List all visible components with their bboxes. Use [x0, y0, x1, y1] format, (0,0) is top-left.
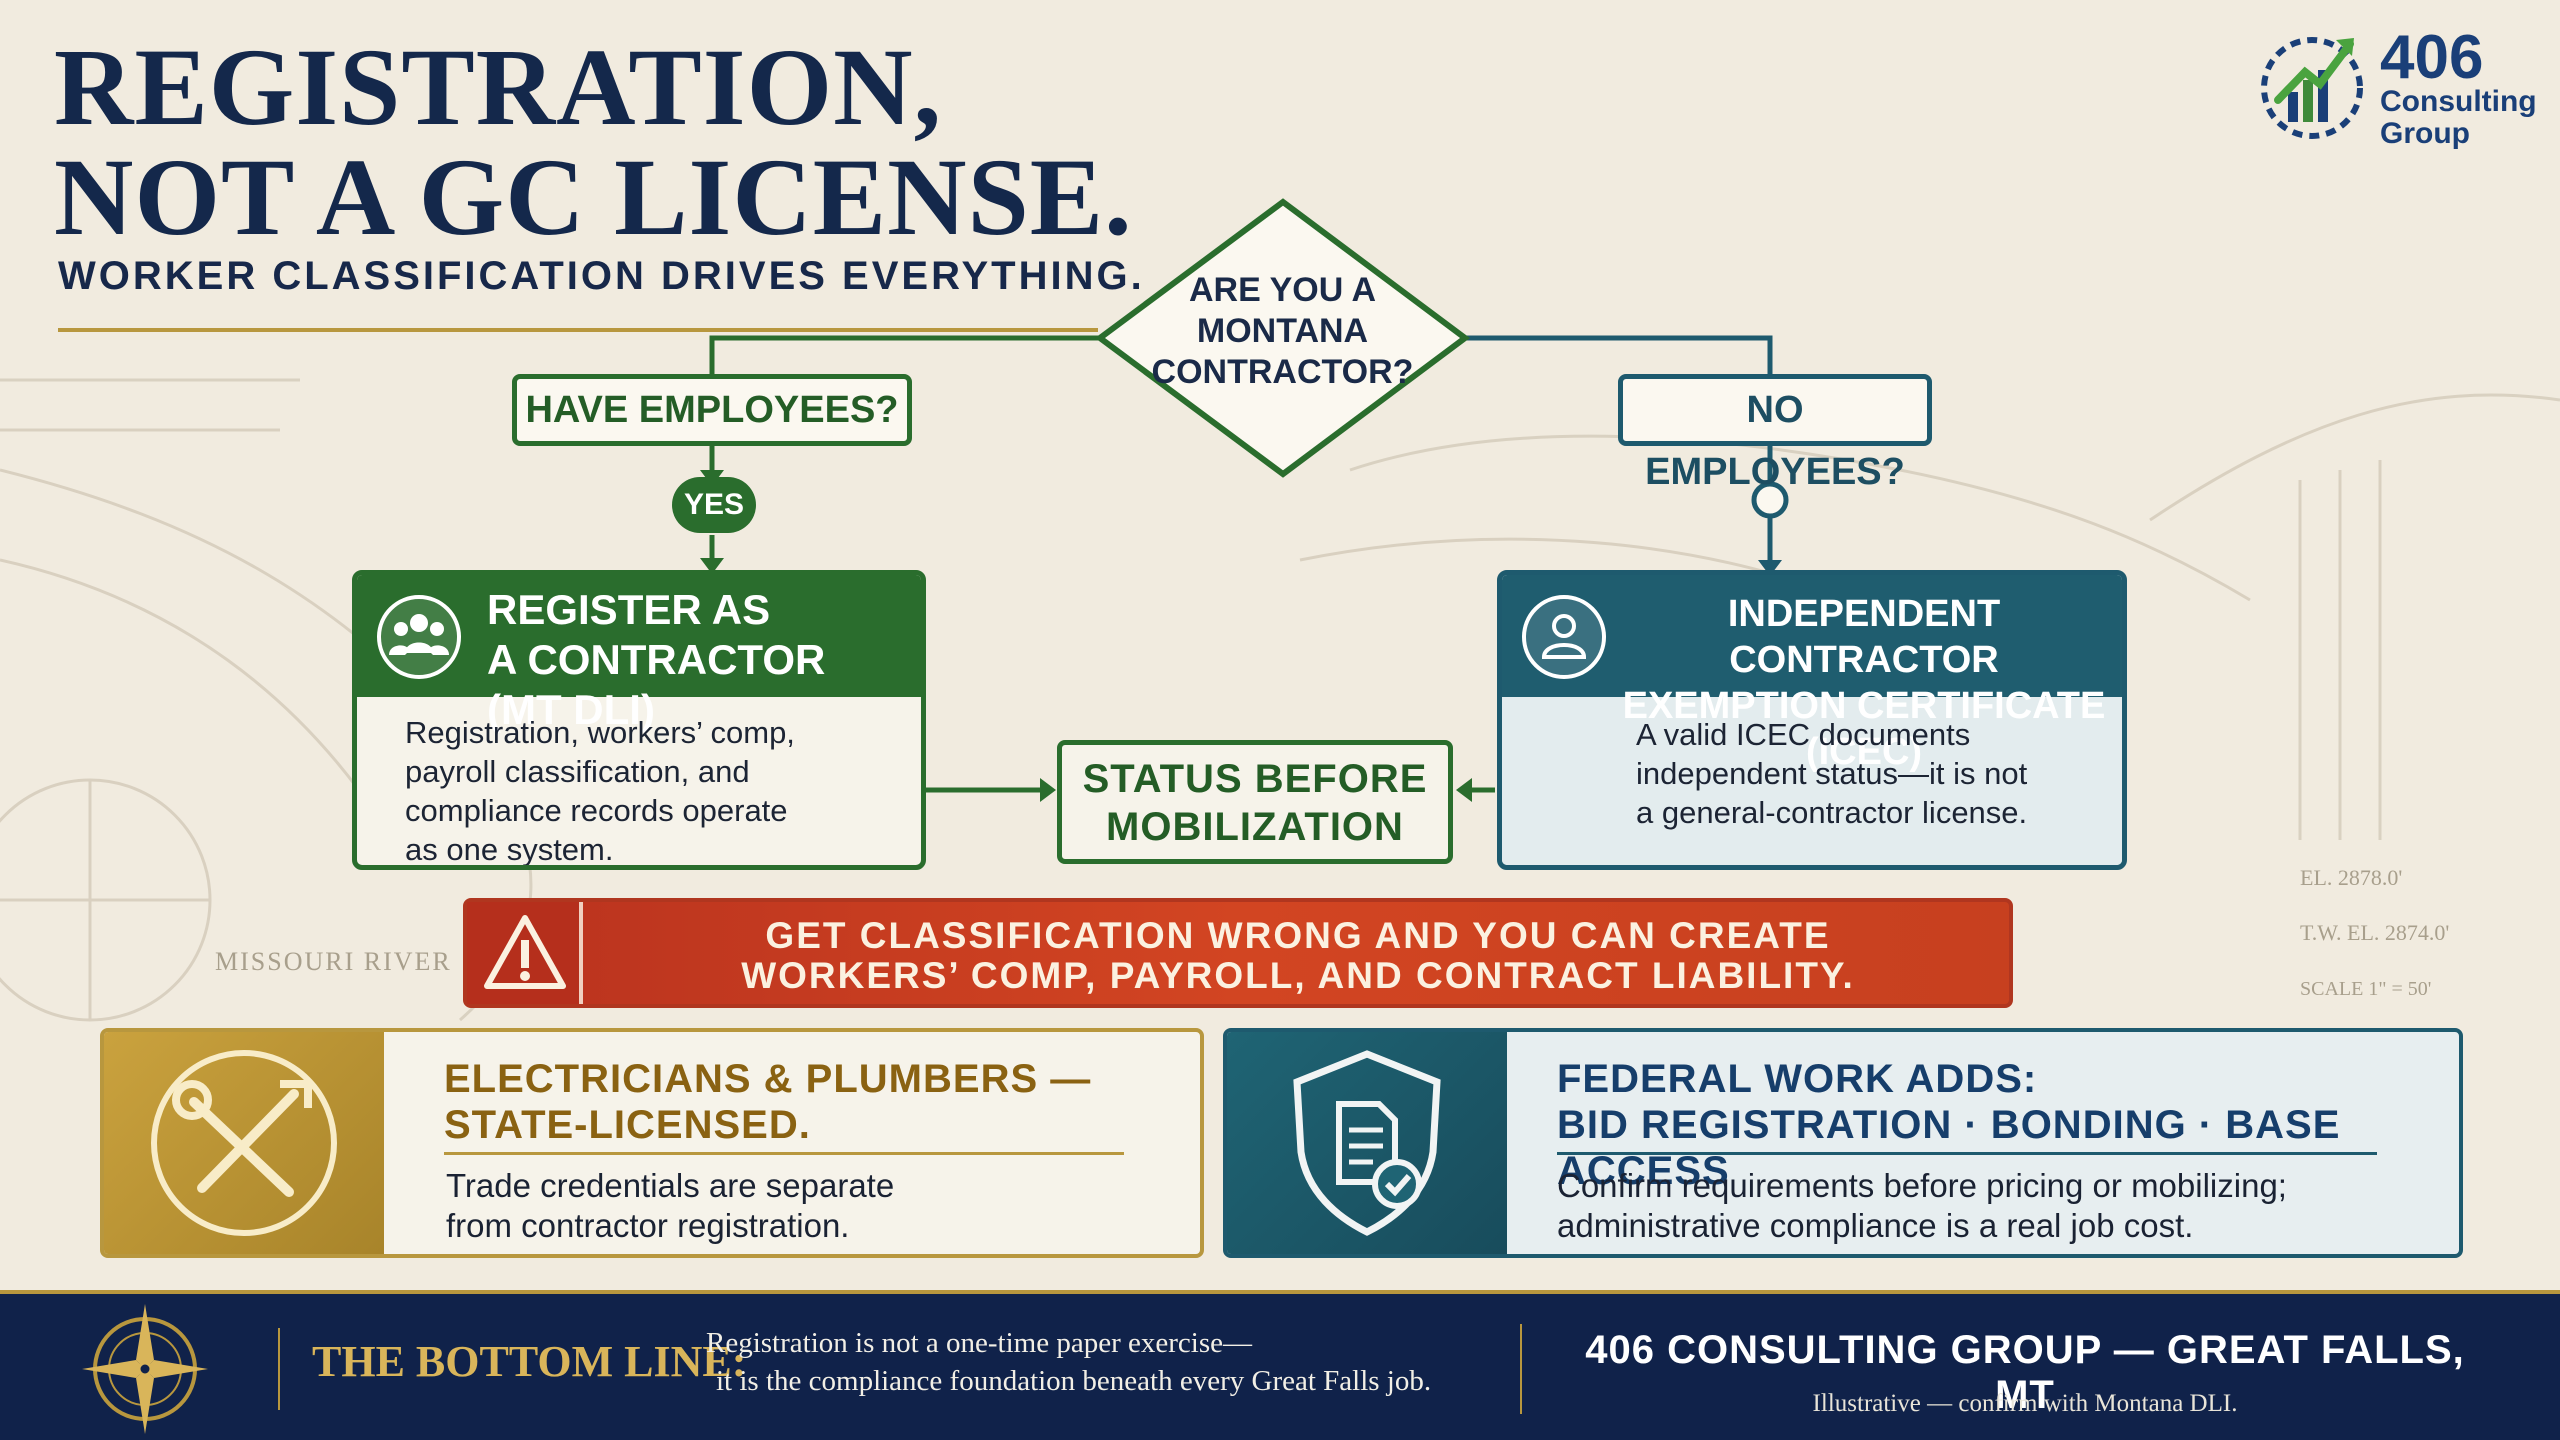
page-title: REGISTRATION, NOT A GC LICENSE.: [54, 32, 1254, 252]
footer-brand: 406 CONSULTING GROUP — GREAT FALLS, MT: [1585, 1328, 2465, 1417]
trades-licensing-card: ELECTRICIANS & PLUMBERS — STATE-LICENSED…: [100, 1028, 1204, 1258]
status-before-mobilization-box: STATUS BEFORE MOBILIZATION: [1057, 740, 1453, 864]
register-card-body: Registration, workers’ comp, payroll cla…: [405, 713, 891, 867]
federal-body-line-1: Confirm requirements before pricing or m…: [1557, 1167, 2287, 1204]
trades-icon-panel: [104, 1032, 384, 1254]
icec-card-header: INDEPENDENT CONTRACTOR EXEMPTION CERTIFI…: [1502, 575, 2122, 773]
wrench-icon: [151, 1050, 337, 1236]
growth-chart-logo-icon: [2261, 37, 2363, 139]
icec-card-body-background: [1502, 697, 2122, 865]
register-body-line: Registration, workers’ comp,: [405, 715, 795, 750]
icec-body-line: A valid ICEC documents: [1636, 717, 1971, 752]
have-employees-box: HAVE EMPLOYEES?: [512, 374, 912, 446]
elevation-label-1: EL. 2878.0': [2300, 865, 2402, 890]
status-line-1: STATUS BEFORE: [1082, 757, 1428, 801]
footer-note: Illustrative — confirm with Montana DLI.: [1812, 1390, 2238, 1417]
trades-body-line-2: from contractor registration.: [446, 1207, 850, 1244]
federal-card-body: Confirm requirements before pricing or m…: [1557, 1166, 2429, 1246]
river-label: MISSOURI RIVER: [215, 947, 452, 976]
register-body-line: payroll classification, and: [405, 754, 750, 789]
scale-label: SCALE 1" = 50': [2300, 978, 2431, 1000]
warning-line-2: WORKERS’ COMP, PAYROLL, AND CONTRACT LIA…: [741, 955, 1855, 996]
trades-card-body: Trade credentials are separate from cont…: [446, 1166, 1170, 1246]
shield-document-icon: [1293, 1050, 1441, 1236]
footer-bar: THE BOTTOM LINE: Registration is not a o…: [0, 1290, 2560, 1440]
federal-title-line-1: FEDERAL WORK ADDS:: [1557, 1057, 2038, 1101]
trades-body-line-1: Trade credentials are separate: [446, 1167, 895, 1204]
page-subtitle: WORKER CLASSIFICATION DRIVES EVERYTHING.: [58, 254, 1145, 298]
warning-icon-box: [467, 902, 583, 1004]
bottom-line-text: Registration is not a one-time paper exe…: [706, 1324, 1506, 1400]
bottom-line-text-2: it is the compliance foundation beneath …: [716, 1365, 1432, 1397]
decision-line-2: MONTANA: [1196, 312, 1369, 350]
logo-text: Consulting Group: [2380, 86, 2537, 150]
logo-line-2: Group: [2380, 117, 2470, 150]
no-employees-box: NO EMPLOYEES?: [1618, 374, 1932, 493]
decision-line-3: CONTRACTOR?: [1151, 353, 1414, 391]
status-line-2: MOBILIZATION: [1106, 805, 1404, 849]
icec-card: INDEPENDENT CONTRACTOR EXEMPTION CERTIFI…: [1497, 570, 2127, 870]
decision-line-1: ARE YOU A: [1188, 271, 1377, 309]
bottom-line-label: THE BOTTOM LINE:: [312, 1337, 747, 1386]
icec-body-line: independent status—it is not: [1636, 756, 2028, 791]
icec-title-line-2: EXEMPTION CERTIFICATE (ICEC): [1622, 685, 2106, 773]
yes-badge: YES: [672, 477, 756, 533]
trades-card-title: ELECTRICIANS & PLUMBERS — STATE-LICENSED…: [444, 1056, 1170, 1148]
warning-text: GET CLASSIFICATION WRONG AND YOU CAN CRE…: [607, 916, 1989, 996]
footer-divider: [1520, 1324, 1522, 1414]
decision-diamond: ARE YOU A MONTANA CONTRACTOR?: [1110, 270, 1455, 393]
title-line-2: NOT A GC LICENSE.: [54, 136, 1133, 258]
federal-card-divider: [1557, 1152, 2377, 1155]
warning-icon: [484, 915, 566, 989]
register-card-header: REGISTER AS A CONTRACTOR (MT DLI): [357, 575, 921, 733]
logo-number: 406: [2380, 23, 2484, 92]
logo-line-1: Consulting: [2380, 85, 2537, 118]
classification-warning-banner: GET CLASSIFICATION WRONG AND YOU CAN CRE…: [463, 898, 2013, 1008]
icec-body-line: a general-contractor license.: [1636, 795, 2028, 830]
icec-title-line-1: INDEPENDENT CONTRACTOR: [1727, 593, 2001, 681]
register-card-title: REGISTER AS A CONTRACTOR (MT DLI): [487, 585, 905, 735]
federal-card-title: FEDERAL WORK ADDS: BID REGISTRATION · BO…: [1557, 1056, 2429, 1194]
icec-card-body: A valid ICEC documents independent statu…: [1636, 715, 2092, 832]
header-divider: [58, 328, 1098, 332]
federal-body-line-2: administrative compliance is a real job …: [1557, 1207, 2194, 1244]
compass-icon: [82, 1304, 208, 1434]
title-line-1: REGISTRATION,: [54, 26, 943, 148]
person-icon: [1522, 595, 1606, 679]
federal-icon-panel: [1227, 1032, 1507, 1254]
trades-title-line-1: ELECTRICIANS & PLUMBERS —: [444, 1057, 1092, 1101]
register-contractor-card: REGISTER AS A CONTRACTOR (MT DLI) Regist…: [352, 570, 926, 870]
register-body-line: as one system.: [405, 832, 614, 867]
trades-title-line-2: STATE-LICENSED.: [444, 1103, 811, 1147]
register-body-line: compliance records operate: [405, 793, 788, 828]
trades-card-divider: [444, 1152, 1124, 1155]
federal-work-card: FEDERAL WORK ADDS: BID REGISTRATION · BO…: [1223, 1028, 2463, 1258]
register-title-line-1: REGISTER AS: [487, 586, 771, 633]
register-title-line-2: A CONTRACTOR (MT DLI): [487, 636, 826, 733]
elevation-label-2: T.W. EL. 2874.0': [2300, 920, 2449, 945]
warning-line-1: GET CLASSIFICATION WRONG AND YOU CAN CRE…: [765, 915, 1831, 956]
footer-divider: [278, 1328, 280, 1410]
bottom-line-text-1: Registration is not a one-time paper exe…: [706, 1327, 1252, 1359]
icec-card-title: INDEPENDENT CONTRACTOR EXEMPTION CERTIFI…: [1622, 591, 2106, 775]
federal-title-line-2: BID REGISTRATION · BONDING · BASE ACCESS: [1557, 1103, 2341, 1193]
group-icon: [377, 595, 461, 679]
